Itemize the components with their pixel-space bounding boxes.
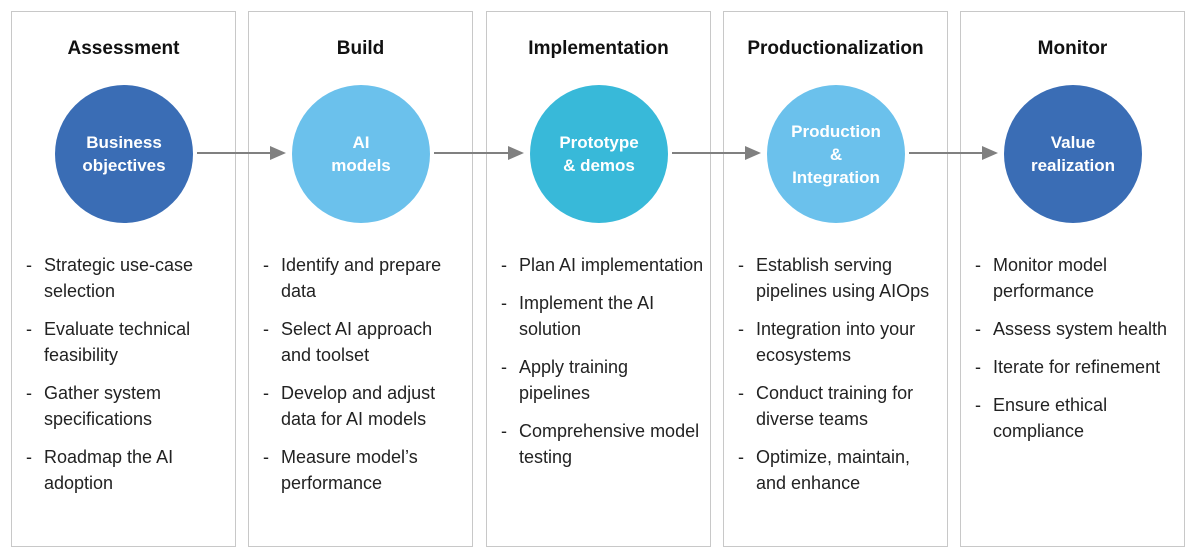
stage-title: Monitor <box>1037 38 1108 59</box>
task-item: Evaluate technical feasibility <box>26 316 229 368</box>
task-item: Assess system health <box>975 316 1178 342</box>
task-item: Iterate for refinement <box>975 354 1178 380</box>
stage-title: Assessment <box>67 38 180 59</box>
task-item: Strategic use-case selection <box>26 252 229 304</box>
task-item: Gather system specifications <box>26 380 229 432</box>
task-item: Roadmap the AI adoption <box>26 444 229 496</box>
stage-task-list: Strategic use-case selectionEvaluate tec… <box>26 252 229 508</box>
task-item: Implement the AI solution <box>501 290 704 342</box>
task-item: Optimize, maintain, and enhance <box>738 444 941 496</box>
task-item: Select AI approach and toolset <box>263 316 466 368</box>
task-item: Monitor model performance <box>975 252 1178 304</box>
stage-task-list: Plan AI implementationImplement the AI s… <box>501 252 704 482</box>
stage-title: Build <box>336 38 385 59</box>
stage-circle: Prototype & demos <box>530 85 668 223</box>
task-item: Establish serving pipelines using AIOps <box>738 252 941 304</box>
stage-circle: Value realization <box>1004 85 1142 223</box>
flow-arrow-icon <box>909 146 998 160</box>
task-item: Ensure ethical compliance <box>975 392 1178 444</box>
stage-circle: AI models <box>292 85 430 223</box>
stage-task-list: Monitor model performanceAssess system h… <box>975 252 1178 456</box>
flow-arrow-icon <box>672 146 761 160</box>
task-item: Apply training pipelines <box>501 354 704 406</box>
flow-arrow-icon <box>197 146 286 160</box>
task-item: Identify and prepare data <box>263 252 466 304</box>
stage-panel-monitor: Monitor Value realization Monitor model … <box>960 11 1185 547</box>
task-item: Develop and adjust data for AI models <box>263 380 466 432</box>
task-item: Measure model’s performance <box>263 444 466 496</box>
stage-panel-productionalization: Productionalization Production & Integra… <box>723 11 948 547</box>
stage-panel-implementation: Implementation Prototype & demos Plan AI… <box>486 11 711 547</box>
stage-task-list: Identify and prepare dataSelect AI appro… <box>263 252 466 508</box>
stage-circle: Business objectives <box>55 85 193 223</box>
stage-panel-build: Build AI models Identify and prepare dat… <box>248 11 473 547</box>
flow-arrow-icon <box>434 146 524 160</box>
stage-task-list: Establish serving pipelines using AIOpsI… <box>738 252 941 508</box>
task-item: Conduct training for diverse teams <box>738 380 941 432</box>
stage-title: Implementation <box>528 38 669 59</box>
task-item: Comprehensive model testing <box>501 418 704 470</box>
task-item: Integration into your ecosystems <box>738 316 941 368</box>
stage-panel-assessment: Assessment Business objectives Strategic… <box>11 11 236 547</box>
stage-title: Productionalization <box>747 38 924 59</box>
stage-circle: Production & Integration <box>767 85 905 223</box>
task-item: Plan AI implementation <box>501 252 704 278</box>
